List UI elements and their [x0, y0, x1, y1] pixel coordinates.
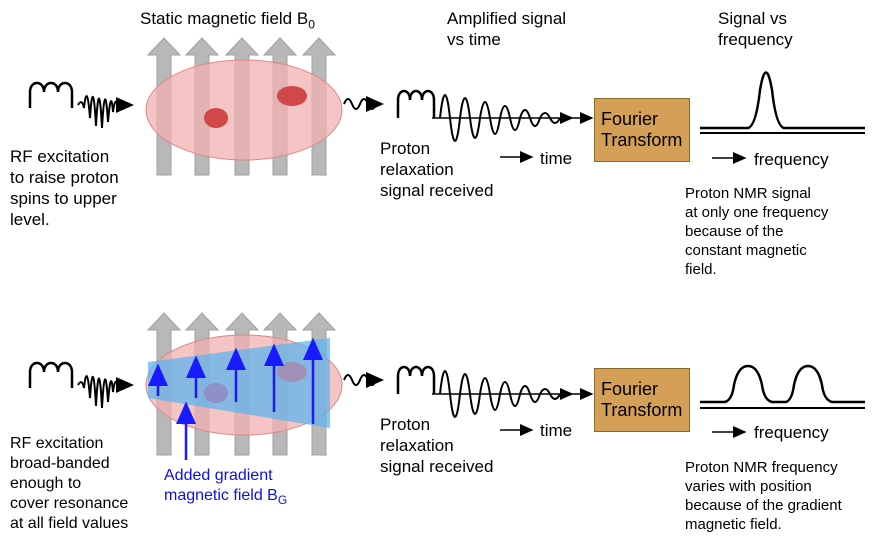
static-field-subscript: 0 — [308, 17, 315, 32]
rf-broadband-text: RF excitation broad-banded enough to cov… — [10, 435, 129, 532]
receiver-coil-icon — [396, 365, 436, 394]
time-label: time — [540, 149, 573, 168]
fourier-transform-box: Fourier Transform — [594, 368, 690, 432]
frequency-label: frequency — [754, 423, 829, 442]
gradient-subscript: G — [277, 493, 288, 508]
rf-pulse — [77, 95, 126, 129]
proton-spot — [277, 86, 307, 106]
proton-spot — [204, 108, 228, 128]
amplified-title: Amplified signal vs time — [447, 9, 567, 49]
nmr-frequency-text: Proton NMR frequency varies with positio… — [685, 459, 842, 533]
nmr-signal-text: Proton NMR signal at only one frequency … — [685, 185, 829, 278]
static-field-title-text: Static magnetic field B — [140, 9, 309, 28]
proton-relaxation-text: Proton relaxation signal received — [380, 415, 494, 476]
double-peak — [700, 364, 865, 404]
fourier-transform-box: Fourier Transform — [594, 98, 690, 162]
sample-ellipse — [145, 59, 343, 161]
proton-spot — [277, 362, 307, 382]
gradient-field-text: Added gradient magnetic field B — [164, 467, 278, 504]
frequency-label: frequency — [754, 150, 829, 169]
signal-freq-title: Signal vs frequency — [718, 9, 793, 49]
time-label: time — [540, 421, 573, 440]
gradient-field-arrows — [148, 337, 323, 460]
proton-relaxation-text: Proton relaxation signal received — [380, 139, 494, 200]
decay-signal — [439, 94, 561, 142]
rf-pulse — [77, 375, 126, 409]
single-peak — [700, 71, 865, 130]
rf-excitation-text: RF excitation to raise proton spins to u… — [10, 147, 119, 229]
gradient-field-label: Added gradient magnetic field BG — [164, 466, 287, 510]
receiver-coil-icon — [396, 89, 436, 118]
static-field-title: Static magnetic field B0 — [140, 8, 315, 35]
proton-spot — [204, 383, 228, 403]
decay-signal — [439, 370, 561, 418]
rf-coil-icon — [28, 361, 74, 388]
rf-coil-icon — [28, 81, 74, 108]
